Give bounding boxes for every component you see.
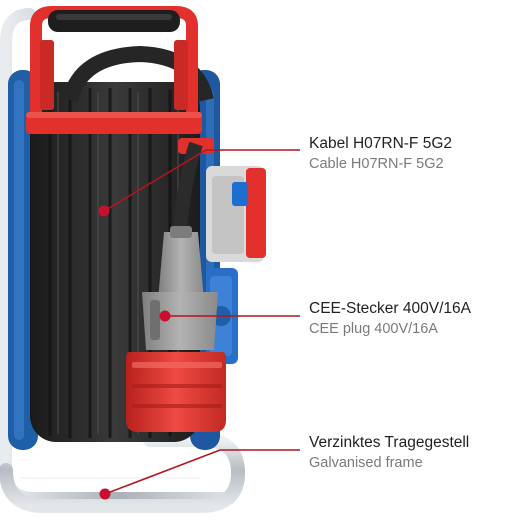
callout-frame: Verzinktes Tragegestell Galvanised frame [309, 434, 469, 471]
carry-handle [26, 6, 202, 134]
callout-cable-de: Kabel H07RN-F 5G2 [309, 135, 453, 152]
callout-plug: CEE-Stecker 400V/16A CEE plug 400V/16A [309, 300, 471, 337]
callout-frame-de: Verzinktes Tragegestell [309, 434, 470, 451]
callout-cable: Kabel H07RN-F 5G2 Cable H07RN-F 5G2 [309, 135, 452, 172]
callout-plug-en: CEE plug 400V/16A [309, 320, 438, 337]
cee-socket-red [206, 166, 266, 262]
callout-plug-pointer [159, 310, 300, 322]
hanging-cable [173, 141, 203, 231]
callout-cable-pointer [98, 149, 300, 217]
callout-cable-en: Cable H07RN-F 5G2 [309, 155, 444, 172]
callout-frame-en: Galvanised frame [309, 454, 423, 471]
cee-plug [126, 226, 226, 432]
callout-frame-pointer [99, 449, 300, 500]
callout-plug-de: CEE-Stecker 400V/16A [309, 300, 471, 317]
